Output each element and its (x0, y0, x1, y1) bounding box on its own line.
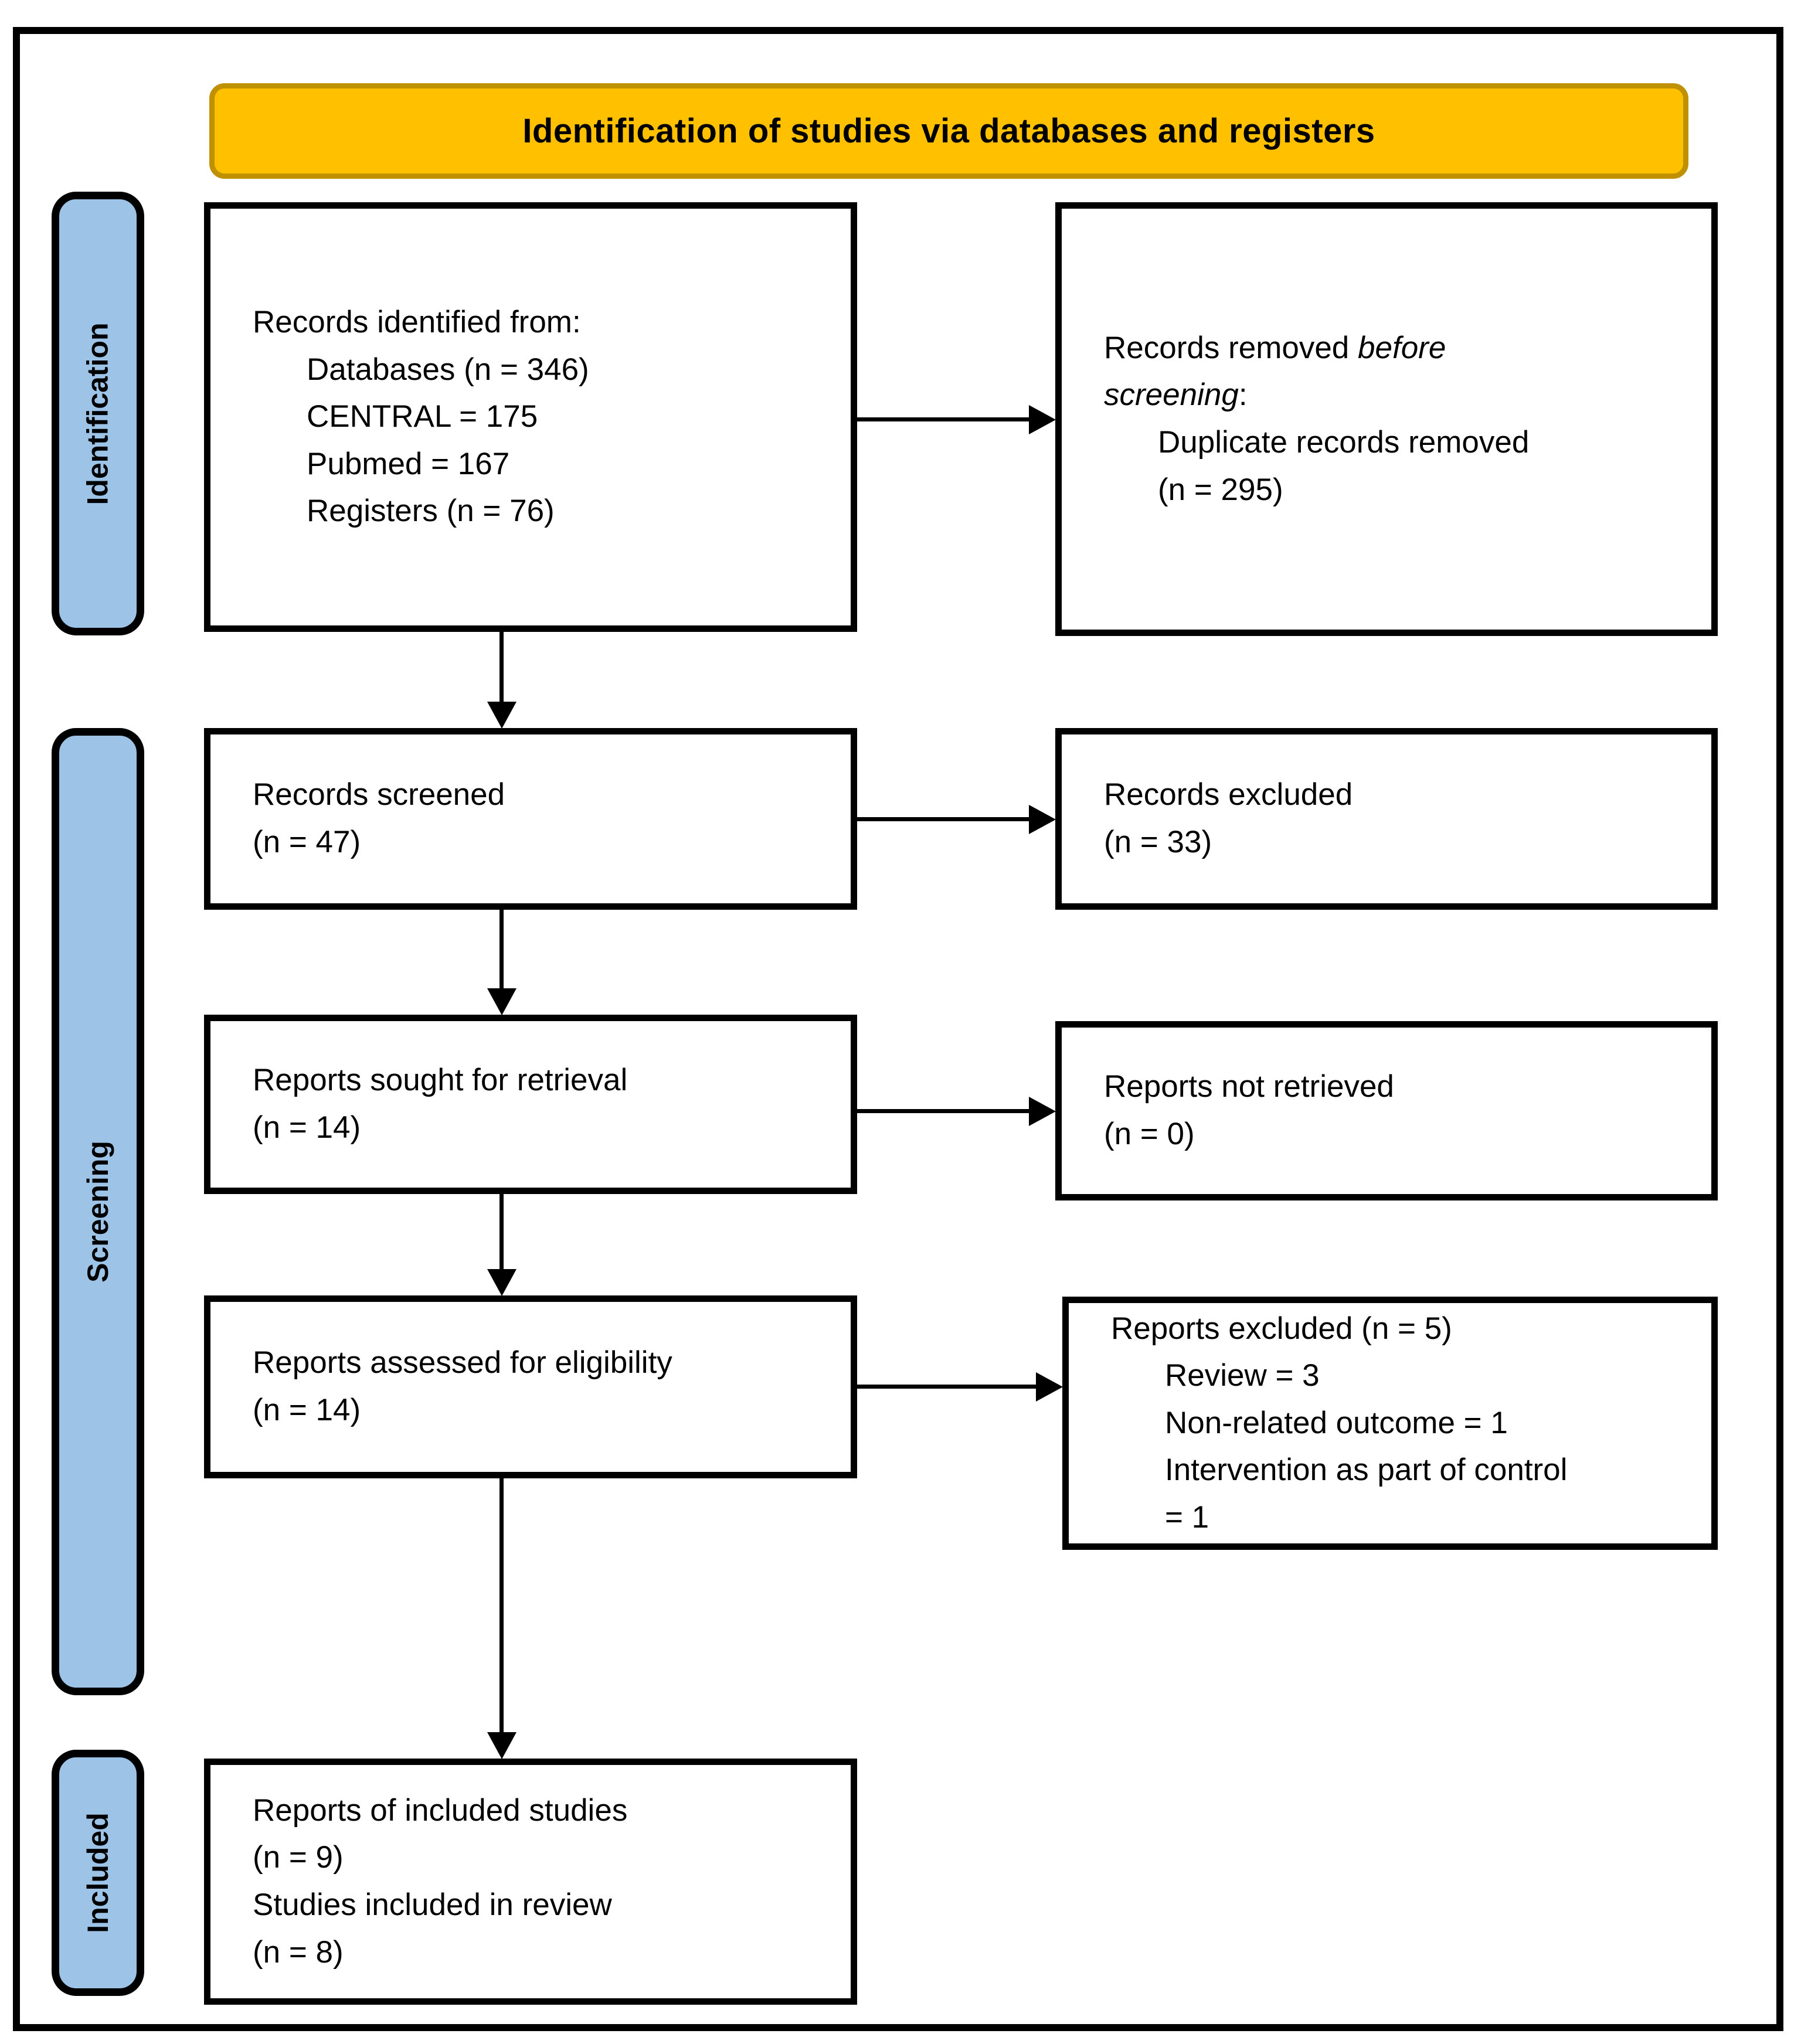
box-text-line: Records identified from: (253, 305, 581, 340)
arrow-sought-to-assessed (499, 1194, 504, 1269)
box-text-line: (n = 9) (253, 1840, 344, 1875)
box-text-line: Records excluded (1104, 777, 1353, 812)
banner: Identification of studies via databases … (209, 83, 1688, 179)
stage-bar-included: Included (52, 1750, 144, 1996)
arrow-assessed-to-included (499, 1478, 504, 1732)
banner-title: Identification of studies via databases … (522, 112, 1375, 150)
stage-label-identification: Identification (81, 322, 115, 505)
box-text-line: Reports of included studies (253, 1793, 628, 1828)
box-text-line: screening: (1104, 377, 1248, 413)
box-text-line: (n = 0) (1104, 1117, 1195, 1151)
stage-label-included: Included (81, 1812, 115, 1933)
box-text-line: Intervention as part of control (1165, 1453, 1568, 1488)
stage-label-screening: Screening (81, 1141, 114, 1283)
box-records-screened: Records screened (n = 47) (204, 728, 857, 910)
box-text-line: CENTRAL = 175 (307, 399, 538, 434)
box-text-line: (n = 14) (253, 1110, 361, 1145)
box-records-identified: Records identified from: Databases (n = … (204, 202, 857, 632)
arrow-identified-to-screened (499, 632, 504, 702)
box-text-line: (n = 295) (1158, 472, 1283, 507)
box-records-removed: Records removed before screening: Duplic… (1055, 202, 1718, 636)
box-text-line: Duplicate records removed (1158, 425, 1530, 460)
box-text-line: (n = 8) (253, 1934, 344, 1970)
stage-bar-identification: Identification (52, 192, 144, 635)
arrow-assessed-to-reports-excluded (857, 1385, 1036, 1389)
box-reports-not-retrieved: Reports not retrieved (n = 0) (1055, 1021, 1718, 1200)
box-text-line: Review = 3 (1165, 1358, 1320, 1393)
box-text-line: (n = 47) (253, 825, 361, 859)
box-text-line: Pubmed = 167 (307, 446, 510, 481)
box-text-line: Databases (n = 346) (307, 352, 589, 387)
box-text-line: Records removed before (1104, 330, 1446, 365)
box-text-line: Non-related outcome = 1 (1165, 1405, 1508, 1440)
arrow-screened-to-excluded (857, 817, 1029, 821)
box-text-line: (n = 33) (1104, 825, 1212, 859)
stage-bar-screening: Screening (52, 728, 144, 1695)
box-text-line: Reports sought for retrieval (253, 1063, 628, 1098)
box-reports-sought: Reports sought for retrieval (n = 14) (204, 1015, 857, 1194)
box-text-line: Reports assessed for eligibility (253, 1345, 672, 1380)
box-text-line: Reports not retrieved (1104, 1069, 1394, 1104)
box-text-line: (n = 14) (253, 1393, 361, 1427)
box-records-excluded: Records excluded (n = 33) (1055, 728, 1718, 910)
box-included-studies: Reports of included studies (n = 9) Stud… (204, 1759, 857, 2005)
arrow-screened-to-sought (499, 910, 504, 988)
box-text-line: = 1 (1165, 1499, 1209, 1535)
arrow-sought-to-not-retrieved (857, 1109, 1029, 1113)
box-text-line: Registers (n = 76) (307, 494, 555, 529)
box-text-line: Records screened (253, 777, 505, 812)
box-reports-excluded: Reports excluded (n = 5) Review = 3 Non-… (1062, 1297, 1718, 1550)
arrow-identified-to-removed (857, 417, 1029, 421)
box-text-line: Studies included in review (253, 1887, 612, 1922)
box-text-line: Reports excluded (n = 5) (1111, 1311, 1452, 1346)
box-reports-assessed: Reports assessed for eligibility (n = 14… (204, 1295, 857, 1478)
